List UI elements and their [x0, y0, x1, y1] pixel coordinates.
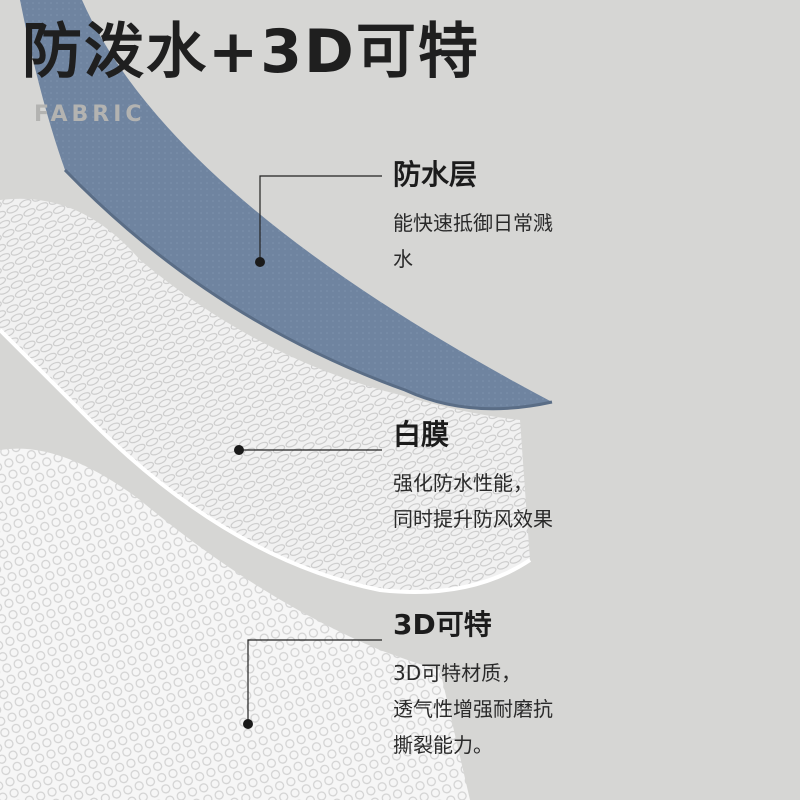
- callout-description: 3D可特材质， 透气性增强耐磨抗 撕裂能力。: [393, 655, 623, 763]
- callout-description: 强化防水性能， 同时提升防风效果: [393, 465, 623, 537]
- callout-line: 能快速抵御日常溅: [393, 211, 553, 235]
- callout-line: 3D可特材质，: [393, 661, 522, 685]
- leader-dot-mesh: [243, 719, 253, 729]
- membrane-layer-edge: [0, 328, 532, 594]
- leader-dot-membrane: [234, 445, 244, 455]
- callout-waterproof-layer: 防水层 能快速抵御日常溅 水: [393, 161, 603, 277]
- membrane-layer-shape: [0, 198, 530, 592]
- page-title: 防泼水+3D可特: [22, 17, 480, 87]
- callout-title: 白膜: [393, 418, 450, 451]
- callout-3d-mesh: 3D可特 3D可特材质， 透气性增强耐磨抗 撕裂能力。: [393, 611, 623, 763]
- callout-line: 透气性增强耐磨抗: [393, 697, 553, 721]
- waterproof-layer-edge: [63, 168, 553, 411]
- callout-line: 强化防水性能，: [393, 471, 533, 495]
- mesh-layer-shape: [0, 448, 470, 800]
- waterproof-layer-shape: [20, 0, 552, 409]
- callout-membrane: 白膜 强化防水性能， 同时提升防风效果: [393, 421, 623, 537]
- callout-line: 撕裂能力。: [393, 733, 493, 757]
- callout-title: 3D可特: [393, 608, 492, 641]
- leader-dot-waterproof: [255, 257, 265, 267]
- fabric-label: FABRIC: [34, 102, 146, 127]
- callout-description: 能快速抵御日常溅 水: [393, 205, 603, 277]
- callout-line: 同时提升防风效果: [393, 507, 553, 531]
- leader-line-mesh: [247, 639, 382, 724]
- callout-line: 水: [393, 247, 413, 271]
- leader-line-waterproof: [259, 175, 382, 262]
- callout-title: 防水层: [393, 158, 478, 191]
